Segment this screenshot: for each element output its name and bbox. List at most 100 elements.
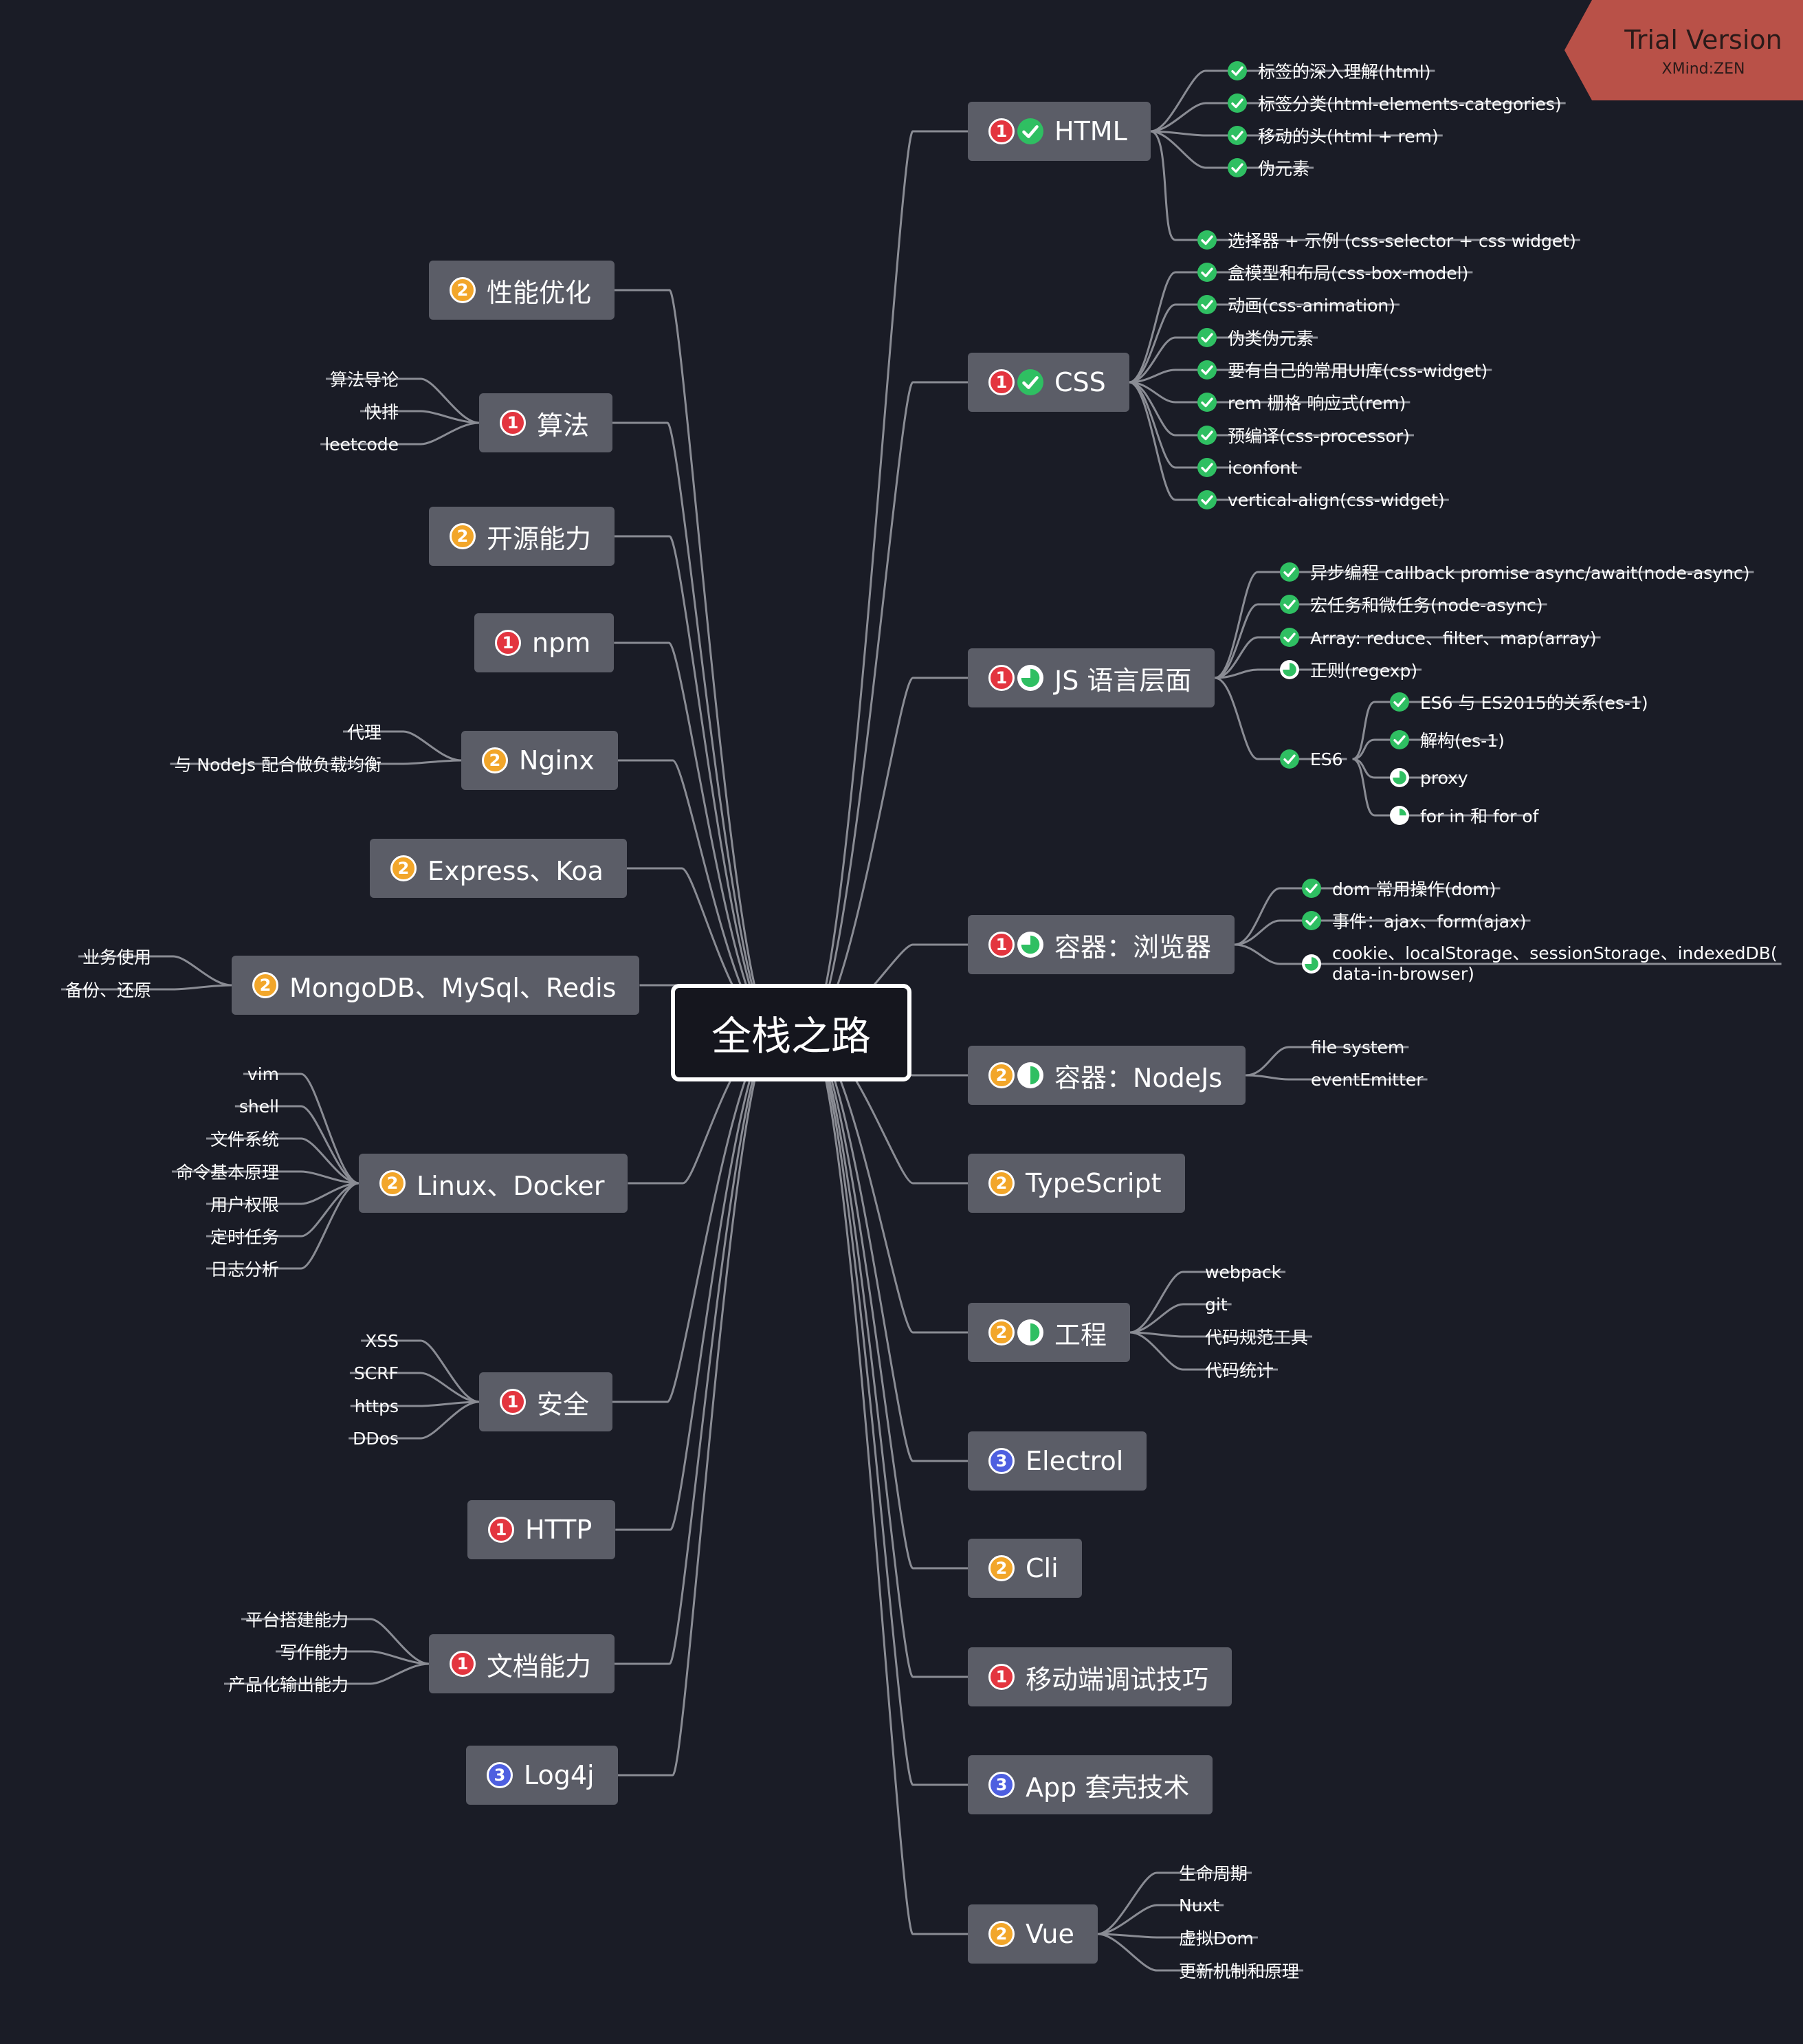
subtopic[interactable]: git (1205, 1294, 1228, 1315)
subtopic[interactable]: 要有自己的常用UI库(css-widget) (1197, 358, 1487, 382)
subtopic[interactable]: 标签的深入理解(html) (1228, 59, 1430, 83)
subtopic[interactable]: 移动的头(html + rem) (1228, 124, 1439, 147)
subtopic[interactable]: iconfont (1197, 456, 1298, 479)
subtopic[interactable]: for in 和 for of (1390, 804, 1538, 827)
priority-2-icon: 2 (988, 1319, 1015, 1345)
connector (223, 1662, 430, 1685)
central-topic[interactable]: 全栈之路 (671, 984, 911, 1081)
subtopic[interactable]: 用户权限 (210, 1195, 279, 1215)
subtopic[interactable]: rem 栅格 响应式(rem) (1197, 391, 1406, 414)
subtopic[interactable]: vertical-align(css-widget) (1197, 488, 1445, 512)
subtopic[interactable]: vim (247, 1064, 279, 1084)
subtopic[interactable]: 代理 (346, 723, 381, 743)
subtopic[interactable]: Array: reduce、filter、map(array) (1280, 626, 1597, 649)
subtopic[interactable]: 异步编程 callback promise async/await(node-a… (1280, 560, 1749, 584)
subtopic[interactable]: https (354, 1396, 399, 1416)
subtopic[interactable]: 生命周期 (1179, 1864, 1248, 1884)
subtopic[interactable]: eventEmitter (1311, 1069, 1424, 1090)
topic-electrol[interactable]: 3 Electrol (968, 1431, 1147, 1491)
subtopic[interactable]: 写作能力 (279, 1642, 349, 1662)
topic-log4j[interactable]: 3 Log4j (466, 1746, 618, 1805)
subtopic[interactable]: 标签分类(html-elements-categories) (1228, 91, 1562, 115)
subtopic[interactable]: 正则(regexp) (1280, 658, 1417, 681)
topic-mobile-debug[interactable]: 1 移动端调试技巧 (968, 1647, 1232, 1706)
topic-nginx[interactable]: 2 Nginx (461, 731, 618, 790)
subtopic[interactable]: DDos (353, 1428, 399, 1449)
topic-databases[interactable]: 2 MongoDB、MySql、Redis (232, 956, 640, 1015)
progress-icon (1017, 932, 1043, 958)
subtopic[interactable]: 伪元素 (1228, 156, 1309, 179)
subtopic[interactable]: Nuxt (1179, 1895, 1220, 1915)
topic-cli[interactable]: 2 Cli (968, 1539, 1082, 1598)
subtopic[interactable]: 更新机制和原理 (1179, 1961, 1300, 1981)
connector (808, 1031, 968, 1935)
progress-icon (1228, 61, 1247, 80)
subtopic[interactable]: 盒模型和布局(css-box-model) (1197, 261, 1468, 284)
subtopic[interactable]: dom 常用操作(dom) (1302, 877, 1496, 900)
subtopic[interactable]: 算法导论 (329, 370, 399, 390)
connector (243, 1073, 360, 1185)
subtopic[interactable]: 文件系统 (210, 1130, 279, 1150)
topic-security[interactable]: 1 安全 (479, 1372, 613, 1431)
progress-icon (1228, 94, 1247, 113)
subtopic[interactable]: 虚拟Dom (1179, 1928, 1254, 1948)
subtopic-label: 异步编程 callback promise async/await(node-a… (1310, 563, 1750, 583)
topic-css[interactable]: 1 CSS (968, 353, 1129, 412)
topic-express-koa[interactable]: 2 Express、Koa (370, 839, 627, 898)
subtopic[interactable]: 定时任务 (210, 1227, 279, 1247)
topic-js[interactable]: 1 JS 语言层面 (968, 648, 1215, 707)
subtopic[interactable]: 解构(es-1) (1390, 728, 1505, 751)
subtopic[interactable]: SCRF (353, 1363, 399, 1383)
topic-browser[interactable]: 1 容器：浏览器 (968, 915, 1235, 974)
subtopic[interactable]: proxy (1390, 766, 1468, 789)
subtopic[interactable]: shell (239, 1096, 279, 1117)
topic-label: 移动端调试技巧 (1026, 1664, 1209, 1695)
subtopic[interactable]: ES6 与 ES2015的关系(es-1) (1390, 690, 1648, 714)
subtopic[interactable]: file system (1311, 1037, 1405, 1057)
topic-app-shell[interactable]: 3 App 套壳技术 (968, 1755, 1213, 1814)
subtopic[interactable]: 备份、还原 (65, 980, 151, 1000)
subtopic[interactable]: 命令基本原理 (175, 1163, 279, 1183)
progress-icon (1197, 490, 1217, 509)
subtopic[interactable]: 事件：ajax、form(ajax) (1302, 909, 1527, 932)
subtopic[interactable]: 选择器 + 示例 (css-selector + css widget) (1197, 228, 1576, 252)
topic-http[interactable]: 1 HTTP (467, 1500, 616, 1559)
subtopic[interactable]: webpack (1205, 1262, 1282, 1282)
topic-vue[interactable]: 2 Vue (968, 1904, 1098, 1964)
topic-typescript[interactable]: 2 TypeScript (968, 1154, 1185, 1213)
subtopic[interactable]: 动画(css-animation) (1197, 293, 1395, 316)
connector (615, 289, 775, 1034)
subtopic[interactable]: 预编译(css-processor) (1197, 424, 1410, 447)
subtopic[interactable]: 宏任务和微任务(node-async) (1280, 593, 1543, 616)
topic-label: HTTP (525, 1515, 593, 1545)
subtopic[interactable]: 代码规范工具 (1205, 1328, 1309, 1348)
connector (1129, 381, 1449, 501)
subtopic-label-block: cookie、localStorage、sessionStorage、index… (1332, 943, 1778, 985)
topic-performance[interactable]: 2 性能优化 (429, 261, 615, 320)
subtopic[interactable]: 日志分析 (210, 1260, 279, 1279)
subtopic[interactable]: 代码统计 (1205, 1361, 1274, 1381)
topic-npm[interactable]: 1 npm (474, 613, 615, 672)
topic-engineering[interactable]: 2 工程 (968, 1303, 1131, 1362)
topic-linux-docker[interactable]: 2 Linux、Docker (359, 1154, 628, 1213)
subtopic[interactable]: 平台搭建能力 (245, 1610, 349, 1630)
subtopic[interactable]: 产品化输出能力 (228, 1675, 349, 1695)
subtopic[interactable]: XSS (365, 1330, 399, 1351)
subtopic-es6[interactable]: ES6 (1280, 747, 1343, 771)
priority-3-icon: 3 (988, 1448, 1015, 1474)
subtopic[interactable]: 业务使用 (82, 947, 151, 967)
topic-documentation[interactable]: 1 文档能力 (429, 1634, 615, 1693)
subtopic[interactable]: 与 NodeJs 配合做负载均衡 (174, 755, 381, 775)
subtopic[interactable]: cookie、localStorage、sessionStorage、index… (1302, 941, 1778, 987)
topic-html[interactable]: 1 HTML (968, 102, 1151, 161)
topic-nodejs[interactable]: 2 容器：NodeJs (968, 1046, 1246, 1105)
topic-algorithm[interactable]: 1 算法 (479, 393, 613, 452)
connector (1097, 1871, 1252, 1935)
subtopic[interactable]: 快排 (364, 402, 399, 422)
topic-open-source[interactable]: 2 开源能力 (429, 507, 615, 566)
subtopic[interactable]: leetcode (324, 434, 399, 454)
priority-1-icon: 1 (988, 932, 1015, 958)
pie-progress-icon (1280, 660, 1299, 679)
subtopic[interactable]: 伪类伪元素 (1197, 326, 1314, 349)
topic-label: Log4j (524, 1760, 595, 1790)
